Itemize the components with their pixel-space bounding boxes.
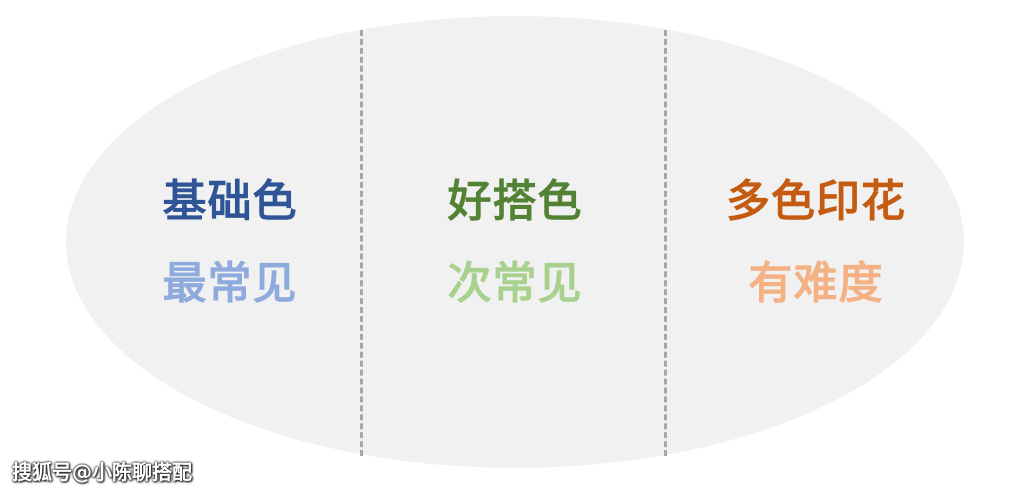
column-basic-colors: 基础色 最常见 [150,172,310,314]
column-multicolor-prints: 多色印花 有难度 [712,172,920,314]
column-title: 好搭色 [447,176,583,227]
background-ellipse [66,16,964,468]
watermark-text: 搜狐号@小陈聊搭配 [12,460,192,484]
column-subtitle: 有难度 [748,258,884,309]
column-title: 基础色 [162,176,298,227]
column-title: 多色印花 [726,176,906,227]
column-matching-colors: 好搭色 次常见 [430,172,600,314]
dashed-divider-right [664,30,667,456]
column-subtitle: 最常见 [162,258,298,309]
dashed-divider-left [360,30,363,456]
column-subtitle: 次常见 [447,258,583,309]
